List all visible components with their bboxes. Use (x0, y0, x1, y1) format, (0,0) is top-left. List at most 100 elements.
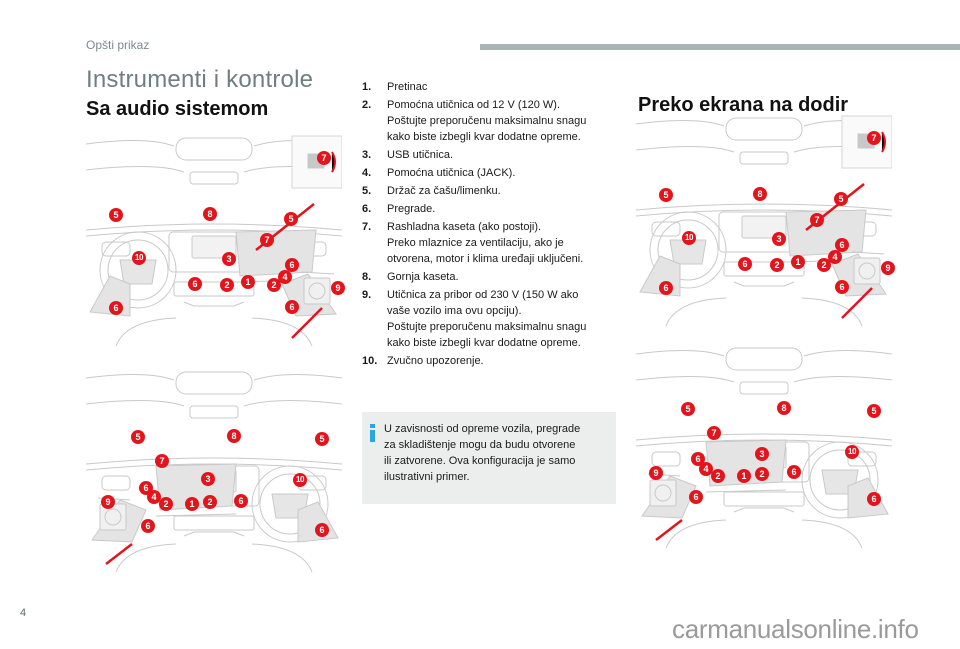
callout-marker-2: 2 (770, 258, 784, 272)
legend-line: kako biste izbegli kvar dodatne opreme. (387, 131, 581, 143)
legend-item: 10. Zvučno upozorenje. (362, 353, 622, 369)
info-note-text: U zavisnosti od opreme vozila, pregrade z… (384, 421, 612, 485)
callout-marker-6: 6 (867, 492, 881, 506)
callout-marker-6: 6 (315, 523, 329, 537)
page-title: Instrumenti i kontrole (86, 66, 314, 93)
legend-number: 5. (362, 185, 372, 197)
callout-marker-10: 10 (132, 251, 146, 265)
callout-marker-5: 5 (131, 430, 145, 444)
callout-marker-6: 6 (109, 301, 123, 315)
legend-line: Preko mlaznice za ventilaciju, ako je (387, 237, 564, 249)
legend-item: 7.Rashladna kaseta (ako postoji).Preko m… (362, 219, 622, 267)
legend-number: 10. (362, 355, 378, 367)
callout-marker-8: 8 (753, 187, 767, 201)
note-line: ilustrativni primer. (384, 471, 470, 483)
callout-marker-6: 6 (835, 280, 849, 294)
callout-marker-8: 8 (203, 207, 217, 221)
note-line: za skladištenje mogu da budu otvorene (384, 439, 576, 451)
legend-line: Utičnica za pribor od 230 V (150 W ako (387, 289, 579, 301)
callout-marker-5: 5 (284, 212, 298, 226)
legend-item: 8.Gornja kaseta. (362, 269, 622, 285)
legend-description: Pomoćna utičnica od 12 V (120 W).Poštujt… (387, 97, 622, 145)
legend-number: 9. (362, 289, 372, 301)
note-line: ili zatvorene. Ova konfiguracija je samo (384, 455, 576, 467)
legend-item: 3.USB utičnica. (362, 147, 622, 163)
callout-marker-4: 4 (278, 270, 292, 284)
callout-marker-3: 3 (201, 472, 215, 486)
callout-marker-6: 6 (835, 238, 849, 252)
legend-list: 1. Pretinac 2. Pomoćna utičnica od 12 V (12… (362, 79, 622, 371)
callout-marker-6: 6 (738, 257, 752, 271)
callout-marker-7: 7 (260, 233, 274, 247)
callout-marker-2: 2 (711, 469, 725, 483)
legend-number: 6. (362, 203, 372, 215)
legend-line: Pomoćna utičnica od 12 V (120 W). (387, 99, 561, 111)
callout-marker-1: 1 (791, 255, 805, 269)
legend-line: USB utičnica. (387, 149, 454, 161)
callout-marker-3: 3 (772, 232, 786, 246)
legend-line: Gornja kaseta. (387, 271, 459, 283)
callout-marker-8: 8 (777, 401, 791, 415)
note-line: U zavisnosti od opreme vozila, pregrade (384, 423, 581, 435)
callout-marker-10: 10 (293, 473, 307, 487)
callout-marker-3: 3 (755, 447, 769, 461)
callout-marker-10: 10 (845, 445, 859, 459)
legend-description: Rashladna kaseta (ako postoji). Preko mla… (387, 219, 622, 267)
callout-marker-8: 8 (227, 429, 241, 443)
callout-marker-5: 5 (109, 208, 123, 222)
legend-description: Gornja kaseta. (387, 269, 622, 285)
callout-marker-6: 6 (285, 258, 299, 272)
legend-line: otvorena, motor i klima uređaji uključen… (387, 253, 584, 265)
callout-marker-6: 6 (141, 519, 155, 533)
legend-item: 2. Pomoćna utičnica od 12 V (120 W).Poštu… (362, 97, 622, 145)
legend-line: kako biste izbegli kvar dodatne opreme. (387, 337, 581, 349)
legend-line: Rashladna kaseta (ako postoji). (387, 221, 542, 233)
callout-marker-7: 7 (810, 213, 824, 227)
legend-number: 1. (362, 81, 372, 93)
dashboard-drawing (86, 135, 342, 346)
dashboard-drawing (86, 371, 342, 572)
legend-description: Pretinac (387, 79, 622, 95)
legend-item: 9. Utičnica za pribor od 230 V (150 W ako… (362, 287, 622, 351)
subtitle-touch-screen: Preko ekrana na dodir (638, 94, 849, 116)
callout-marker-6: 6 (234, 494, 248, 508)
legend-line: Pomoćna utičnica (JACK). (387, 167, 516, 179)
callout-marker-9: 9 (881, 261, 895, 275)
callout-marker-2: 2 (220, 278, 234, 292)
callout-marker-2: 2 (203, 495, 217, 509)
callout-marker-7: 7 (867, 131, 881, 145)
callout-marker-6: 6 (285, 300, 299, 314)
callout-marker-9: 9 (649, 466, 663, 480)
callout-marker-9: 9 (101, 495, 115, 509)
callout-marker-4: 4 (699, 462, 713, 476)
dashboard-drawing (636, 115, 892, 326)
callout-marker-4: 4 (147, 490, 161, 504)
callout-marker-7: 7 (155, 454, 169, 468)
watermark: carmanualsonline.info (672, 614, 919, 644)
callout-marker-1: 1 (737, 469, 751, 483)
callout-marker-7: 7 (317, 151, 331, 165)
callout-marker-6: 6 (659, 281, 673, 295)
callout-marker-4: 4 (828, 250, 842, 264)
header-bar (480, 44, 960, 50)
legend-description: USB utičnica. (387, 147, 622, 163)
legend-line: Zvučno upozorenje. (387, 355, 484, 367)
callout-marker-6: 6 (787, 465, 801, 479)
callout-marker-2: 2 (755, 467, 769, 481)
legend-description: Zvučno upozorenje. (387, 353, 622, 369)
callout-marker-5: 5 (315, 432, 329, 446)
legend-line: vaše vozilo ima ovu opciju). (387, 305, 522, 317)
legend-number: 2. (362, 99, 372, 111)
callout-marker-9: 9 (331, 281, 345, 295)
legend-item: 1. Pretinac (362, 79, 622, 95)
legend-line: Pregrade. (387, 203, 436, 215)
legend-item: 6. Pregrade. (362, 201, 622, 217)
callout-marker-5: 5 (681, 402, 695, 416)
legend-description: Pregrade. (387, 201, 622, 217)
callout-marker-6: 6 (689, 490, 703, 504)
section-label: Opšti prikaz (86, 38, 150, 52)
